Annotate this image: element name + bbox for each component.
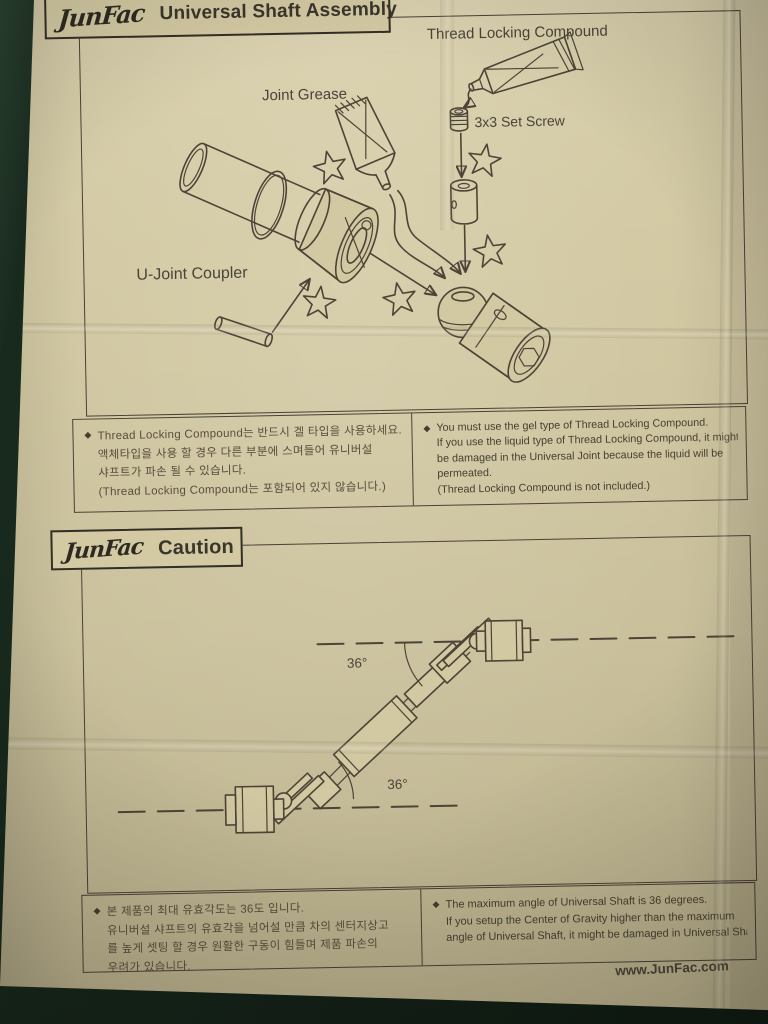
caution-note-korean: ◆ 본 제품의 최대 유효각도는 36도 입니다. 유니버설 샤프트의 유효각을…	[82, 889, 421, 974]
caution-title-box: JunFac Caution	[50, 526, 244, 571]
svg-text:2: 2	[396, 293, 404, 308]
u-joint-coupler-drawing	[294, 187, 379, 284]
upper-centerline-dashed	[316, 635, 747, 646]
svg-text:4: 4	[481, 154, 489, 169]
lower-coupler-drawing	[224, 785, 285, 834]
assembly-title-box: JunFac Universal Shaft Assembly	[43, 0, 397, 40]
note-bullet: ◆	[84, 429, 92, 440]
step-star-5: 5	[309, 146, 351, 186]
ball-joint-drawing	[437, 286, 551, 383]
grease-flow-arrow	[389, 194, 445, 279]
note-bullet: ◆	[93, 905, 101, 916]
caution-diagram	[117, 617, 747, 834]
shaft-axis-arrow	[369, 252, 436, 296]
junfac-logo: JunFac	[57, 0, 146, 34]
compound-drip-arrow	[464, 88, 471, 107]
caution-title: Caution	[157, 535, 235, 559]
coupler-arrow	[465, 224, 466, 271]
joint-grease-label: Joint Grease	[261, 85, 348, 105]
note-bullet: ◆	[432, 898, 440, 910]
note-bullet: ◆	[423, 423, 431, 434]
universal-shaft-drawing	[303, 641, 472, 810]
assembly-title: Universal Shaft Assembly	[159, 0, 398, 25]
junfac-logo-caution: JunFac	[63, 533, 145, 566]
set-screw-drawing	[449, 107, 469, 132]
u-joint-coupler-label: U-Joint Coupler	[136, 264, 248, 284]
shaft-coupler-drawing	[449, 179, 479, 225]
pin-insert-arrow	[271, 279, 311, 333]
grease-flow-arrow-2	[397, 189, 461, 274]
step-star-4: 4	[465, 140, 504, 178]
angle-label-upper: 36°	[346, 655, 368, 671]
upper-coupler-drawing	[475, 619, 532, 662]
thread-locking-compound-label: Thread Locking Compound	[426, 22, 608, 44]
angle-label-lower: 36°	[387, 776, 408, 792]
o-ring-drawing	[251, 170, 288, 240]
assembly-notes-box: ◆ Thread Locking Compound는 반드시 겔 타입을 사용하…	[72, 406, 748, 513]
lower-angle-arc	[338, 761, 355, 800]
assembly-note-korean: ◆ Thread Locking Compound는 반드시 겔 타입을 사용하…	[73, 413, 413, 511]
svg-text:1: 1	[486, 245, 494, 260]
drive-shaft-tube-drawing	[179, 142, 321, 243]
grease-tube-drawing	[334, 95, 396, 191]
assembly-diagram: 5 4 1 3 2	[179, 31, 584, 383]
step-star-2: 2	[379, 279, 420, 318]
upper-angle-arc	[403, 642, 423, 687]
step-star-3: 3	[300, 283, 338, 320]
assembly-note-english: ◆ You must use the gel type of Thread Lo…	[411, 407, 747, 506]
pin-drawing	[214, 316, 274, 348]
compound-tube-drawing	[468, 31, 584, 95]
caution-notes-box: ◆ 본 제품의 최대 유효각도는 36도 입니다. 유니버설 샤프트의 유효각을…	[81, 881, 757, 974]
set-screw-label: 3x3 Set Screw	[474, 112, 565, 131]
caution-note-english: ◆ The maximum angle of Universal Shaft i…	[420, 882, 756, 966]
step-star-1: 1	[470, 231, 510, 269]
svg-text:5: 5	[327, 161, 335, 176]
set-screw-arrow	[461, 132, 462, 176]
svg-text:3: 3	[315, 296, 323, 311]
